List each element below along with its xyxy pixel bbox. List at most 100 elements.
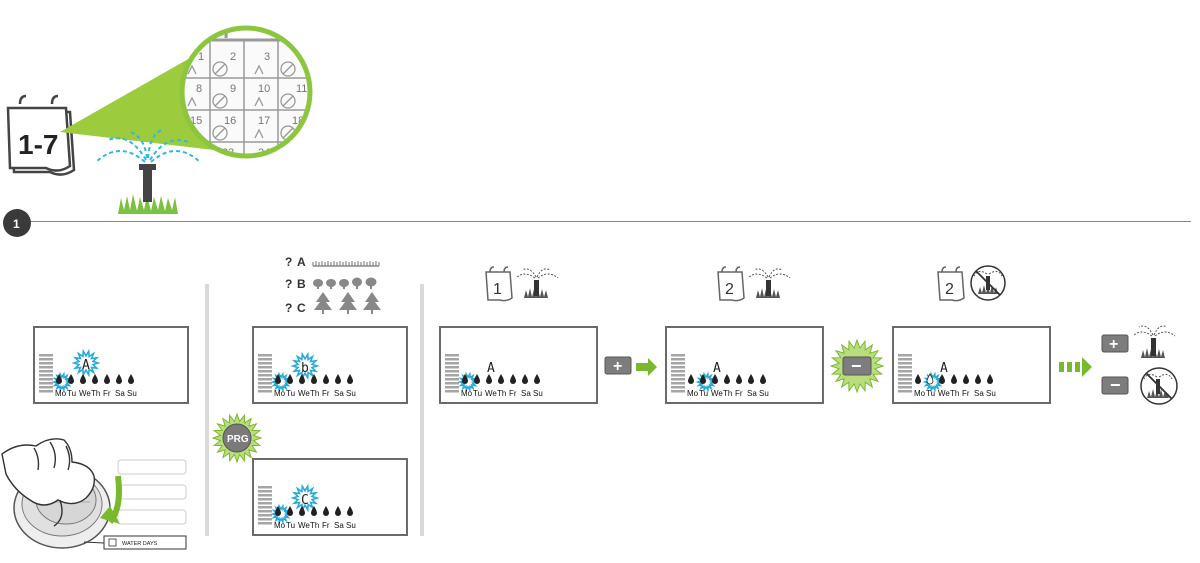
level-bar — [898, 366, 912, 369]
water-drop — [486, 374, 492, 384]
level-bar — [258, 374, 272, 377]
water-drop — [939, 374, 945, 384]
day-label: Su — [533, 389, 543, 398]
magnifier-day: 2 — [230, 51, 236, 63]
day-label: Fr — [322, 389, 330, 398]
blink-burst — [71, 348, 101, 378]
level-bar — [445, 354, 459, 357]
day-label: Sa — [747, 389, 757, 398]
day-label: We — [711, 389, 723, 398]
level-bars — [898, 354, 912, 393]
step-number: 1 — [13, 217, 20, 231]
trees-icon — [314, 292, 381, 314]
level-bar — [258, 522, 272, 525]
level-bar — [445, 362, 459, 365]
water-drop — [299, 506, 305, 516]
water-drop — [335, 506, 341, 516]
day-label: Tu — [926, 389, 935, 398]
water-drop — [926, 373, 934, 385]
level-bar — [39, 358, 53, 361]
day-drops — [56, 374, 134, 384]
prg-button[interactable]: PRG — [211, 412, 263, 468]
day-label: Su — [346, 521, 356, 530]
program-letter: C — [301, 493, 309, 508]
water-days-label: WATER DAYS — [122, 541, 158, 547]
program-letter: A — [713, 361, 721, 376]
day-label: Su — [986, 389, 996, 398]
water-drop — [688, 374, 694, 384]
shrubs-icon — [313, 277, 377, 289]
step-divider — [31, 221, 1191, 222]
day-drops — [275, 506, 353, 516]
level-bar — [898, 358, 912, 361]
water-drop — [748, 374, 754, 384]
day-label: Tu — [286, 521, 295, 530]
water-drop — [462, 374, 468, 384]
level-bar — [671, 390, 685, 393]
column-divider — [205, 284, 209, 536]
day-two-no-water-icon: 2 — [934, 262, 1014, 309]
dashed-arrow-icon — [1059, 357, 1093, 382]
calendar-icon: 1-7 — [6, 94, 76, 176]
program-letter: A — [487, 361, 495, 376]
water-drop — [347, 374, 353, 384]
day-label: Sa — [521, 389, 531, 398]
level-bar — [258, 378, 272, 381]
level-bar — [258, 490, 272, 493]
level-bar — [445, 382, 459, 385]
level-bar — [258, 366, 272, 369]
day-label: Tu — [286, 389, 295, 398]
water-drop — [510, 374, 516, 384]
level-bar — [39, 354, 53, 357]
magnifier-day: 8 — [196, 83, 202, 95]
magnifier-day: 9 — [230, 83, 236, 95]
day-label: Fr — [735, 389, 743, 398]
schedule-type-c: ? C — [285, 292, 381, 315]
level-bar — [445, 374, 459, 377]
level-bar — [898, 374, 912, 377]
day-label: We — [298, 389, 310, 398]
level-bar — [258, 514, 272, 517]
level-bar — [39, 378, 53, 381]
level-bar — [671, 358, 685, 361]
water-drop — [68, 374, 74, 384]
day-label: Su — [346, 389, 356, 398]
water-drop — [522, 374, 528, 384]
day-label: Tu — [473, 389, 482, 398]
magnifier-day: 16 — [224, 115, 236, 127]
arrow-right-icon — [636, 358, 658, 381]
day-label: Mo — [687, 389, 699, 398]
schedule-letter: A — [297, 255, 306, 269]
water-drop — [963, 374, 969, 384]
level-bar — [258, 358, 272, 361]
level-bars — [258, 354, 272, 393]
schedule-letter: C — [297, 301, 306, 315]
level-bars — [258, 486, 272, 525]
water-drop — [498, 374, 504, 384]
water-drop — [335, 374, 341, 384]
level-bar — [258, 362, 272, 365]
level-bar — [258, 494, 272, 497]
blink-burst — [290, 351, 320, 381]
step-badge: 1 — [2, 208, 34, 245]
day-label: We — [938, 389, 950, 398]
water-drop — [287, 374, 293, 384]
level-bar — [258, 382, 272, 385]
minus-button-pressed[interactable]: − — [826, 338, 888, 396]
no-water-icon — [1140, 367, 1178, 405]
water-drop — [760, 374, 766, 384]
legend-plus-water: + — [1101, 320, 1191, 365]
plus-label: + — [613, 358, 622, 375]
level-bar — [39, 386, 53, 389]
day-label: Fr — [103, 389, 111, 398]
level-bar — [258, 510, 272, 513]
level-bar — [445, 366, 459, 369]
water-drop — [975, 374, 981, 384]
plus-button[interactable]: + — [604, 355, 632, 382]
